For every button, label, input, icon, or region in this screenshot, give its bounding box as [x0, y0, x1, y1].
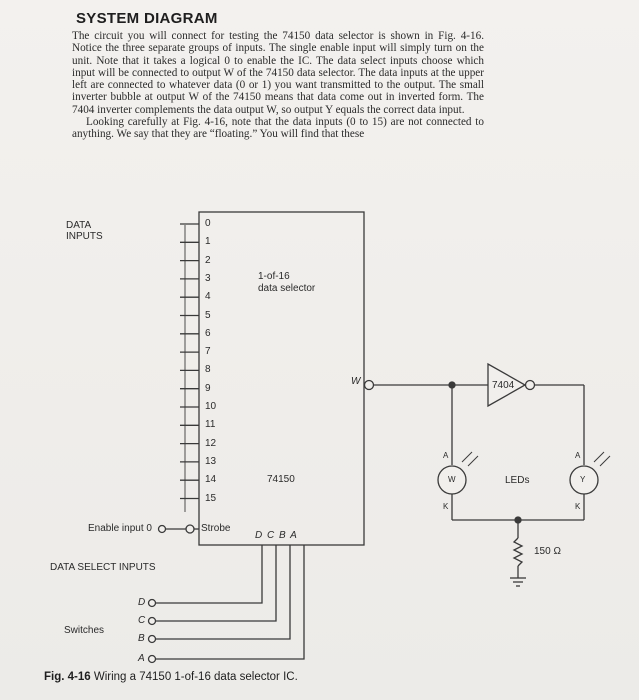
select-wire-a — [156, 545, 305, 660]
led-w-arrow-2 — [467, 455, 479, 467]
caption-text: Wiring a 74150 1-of-16 data selector IC. — [93, 671, 298, 683]
data-input-lines — [180, 223, 199, 500]
chip-function: 1-of-16 — [258, 271, 290, 282]
resistor-label: 150 Ω — [534, 546, 561, 557]
pin-label-2: 2 — [205, 254, 211, 266]
select-wire-d — [156, 545, 263, 604]
pin-label-10: 10 — [205, 401, 217, 412]
enable-terminal — [157, 524, 167, 534]
switch-a-label: A — [138, 653, 145, 664]
pin-label-6: 6 — [205, 327, 211, 339]
switch-d-label: D — [138, 597, 146, 608]
led-y-anode-label: A — [575, 451, 581, 460]
pin-label-14: 14 — [205, 474, 217, 486]
pin-label-11: 11 — [205, 419, 216, 431]
inverter-7404-symbol — [487, 362, 527, 408]
strobe-label: Strobe — [201, 523, 231, 534]
switches-label: Switches — [64, 625, 105, 636]
inverter-label: 7404 — [492, 380, 515, 391]
switch-b-terminal — [147, 634, 157, 644]
output-w-bubble — [363, 379, 375, 391]
data-inputs-label-2: INPUTS — [66, 231, 103, 242]
pin-label-13: 13 — [205, 455, 217, 467]
pin-label-5: 5 — [205, 309, 211, 321]
led-w-anode-label: A — [443, 451, 449, 460]
output-w-label: W — [351, 376, 361, 387]
pin-label-12: 12 — [205, 437, 217, 449]
inverter-bubble — [524, 379, 536, 391]
chip-part-number: 74150 — [267, 474, 295, 485]
caption-number: Fig. 4-16 — [44, 671, 91, 683]
select-wire-c — [156, 545, 277, 622]
led-y-arrow-1 — [593, 451, 605, 463]
pin-label-8: 8 — [205, 364, 211, 376]
data-inputs-label-1: DATA — [66, 220, 92, 231]
ic-74150-body — [198, 211, 365, 546]
section-heading: SYSTEM DIAGRAM — [76, 10, 218, 27]
body-text: The circuit you will connect for testing… — [72, 30, 484, 141]
pin-label-3: 3 — [205, 272, 211, 284]
pin-label-9: 9 — [205, 382, 211, 394]
resistor-150 — [512, 537, 524, 567]
pin-label-15: 15 — [205, 492, 217, 504]
chip-function-2: data selector — [258, 283, 316, 294]
leds-label: LEDs — [505, 475, 530, 486]
paragraph-2: Looking carefully at Fig. 4-16, note tha… — [72, 116, 484, 141]
data-select-label: DATA SELECT INPUTS — [50, 562, 156, 573]
switch-a-terminal — [147, 654, 157, 664]
pin-label-0: 0 — [205, 218, 211, 229]
pin-label-4: 4 — [205, 291, 211, 303]
pin-label-1: 1 — [205, 236, 211, 248]
switch-c-terminal — [147, 616, 157, 626]
paragraph-1: The circuit you will connect for testing… — [72, 30, 484, 116]
led-y-cathode-label: K — [575, 502, 581, 511]
switch-d-terminal — [147, 598, 157, 608]
pin-label-7: 7 — [205, 346, 211, 358]
led-w-arrow-1 — [461, 451, 473, 463]
led-w-label: W — [448, 475, 456, 484]
switch-c-label: C — [138, 615, 146, 626]
figure-caption: Fig. 4-16 Wiring a 74150 1-of-16 data se… — [44, 671, 298, 683]
strobe-bubble — [185, 524, 195, 534]
switch-b-label: B — [138, 633, 145, 644]
led-w-cathode-label: K — [443, 502, 449, 511]
led-y-label: Y — [580, 475, 586, 484]
select-wire-b — [156, 545, 291, 640]
enable-input-label: Enable input 0 — [88, 523, 152, 534]
led-y-arrow-2 — [599, 455, 611, 467]
select-pins-label: D C B A — [255, 530, 298, 541]
